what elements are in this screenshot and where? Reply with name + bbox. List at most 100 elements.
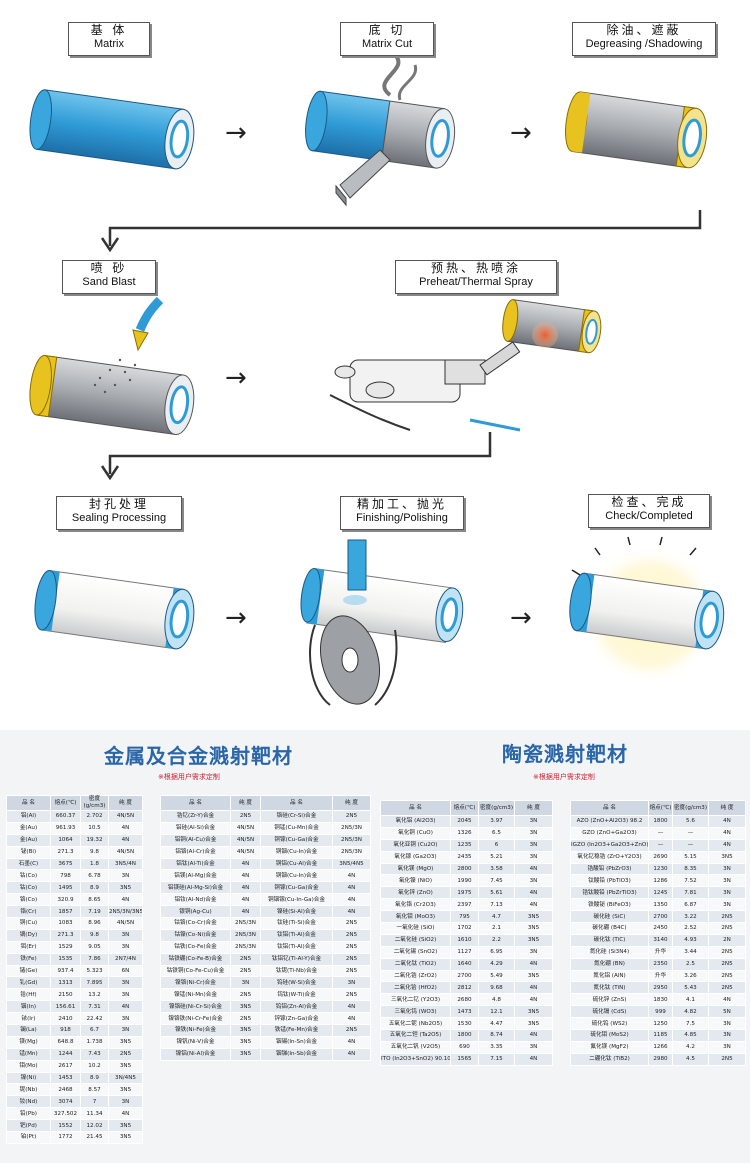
table-cell: 镍铁(Ni-Fe)合金 (160, 1024, 231, 1037)
table-cell: 金(Au) (6, 821, 51, 835)
table-cell: 660.37 (50, 810, 81, 823)
table-cell: 钨铝(Zn-Al)合金 (260, 1000, 333, 1014)
table-cell: 4N/5N (108, 845, 143, 859)
table-cell: 3N5 (108, 881, 143, 895)
table-cell: 3675 (50, 857, 81, 871)
table-cell: 1286 (648, 874, 673, 888)
table-cell: 铋(Bi) (6, 845, 51, 859)
table-cell: 2468 (50, 1083, 81, 1097)
metal-section-title: 金属及合金溅射靶材 (104, 744, 293, 768)
table-cell: 2N5 (708, 969, 746, 983)
table-header-row: 品 名熔点(℃)密度(g/cm3)纯 度 (6, 795, 143, 811)
table-cell: 8.9 (80, 881, 109, 895)
table-cell: 二氧化钛 (TiO2) (380, 957, 451, 971)
row2-return-arrow-head (100, 465, 120, 481)
polishing-illustration (300, 539, 464, 706)
table-cell: 铝镁(Al-Mg)合金 (160, 869, 231, 883)
table-cell: 7.15 (478, 1052, 515, 1066)
table-cell: 4N (514, 1029, 553, 1042)
table-cell: 3.97 (478, 815, 515, 828)
table-cell: 铪(Hf) (6, 988, 51, 1002)
table-cell: 铅(Pb) (6, 1107, 51, 1121)
table-cell: 3N5 (514, 910, 553, 924)
table-cell: 3074 (50, 1095, 81, 1109)
table-cell: 4N/5N (230, 845, 261, 859)
table-header-cell: 品 名 (570, 800, 649, 816)
table-cell: 156.61 (50, 1000, 81, 1014)
table-cell: 3.22 (672, 910, 709, 924)
table-cell: 硫化钼 (MoS2) (570, 1029, 649, 1042)
table-cell: 8.9 (80, 1071, 109, 1085)
table-cell: 4N/5N (108, 917, 143, 930)
table-cell: 3N (514, 874, 553, 888)
table-cell: 1857 (50, 905, 81, 919)
table-cell: 2700 (648, 910, 673, 924)
table-cell: 碳化硼 (B4C) (570, 922, 649, 935)
table-cell: 铝(Al) (6, 810, 51, 823)
table-cell: 3N (708, 1029, 746, 1042)
table-cell: 氧化亚铜 (Cu2O) (380, 838, 451, 852)
ceramic-section-note: ※根据用户需求定制 (533, 773, 595, 781)
table-cell: 氮化硅 (Si3N4) (570, 945, 649, 959)
table-cell: 五氧化二铌 (Nb2O5) (380, 1017, 451, 1031)
table-cell: 铜铟(Cu-In)合金 (260, 869, 333, 883)
table-cell: 4.8 (478, 993, 515, 1007)
table-cell: 铝钕(Al-Nd)合金 (160, 893, 231, 907)
table-cell: 4N (514, 981, 553, 995)
table-cell: 一氧化硅 (SiO) (380, 922, 451, 935)
table-cell: 1495 (50, 881, 81, 895)
table-cell: 氧化铬 (Cr2O3) (380, 898, 451, 912)
table-cell: 6.78 (80, 869, 109, 883)
step-label-en: Degreasing /Shadowing (585, 38, 703, 50)
step-label-matrix: 基 体 Matrix (68, 22, 150, 56)
table-cell: 氧化钼 (MoO3) (380, 910, 451, 924)
table-cell: 3N/4N5 (108, 1071, 143, 1085)
table-cell: 镍硅(Si-Al)合金 (260, 905, 333, 919)
table-cell: 1473 (450, 1005, 479, 1019)
step-label-en: Sealing Processing (71, 512, 167, 524)
table-cell: 918 (50, 1024, 81, 1037)
table-cell: 937.4 (50, 964, 81, 978)
table-cell: 999 (648, 1005, 673, 1019)
table-cell: 22.42 (80, 1012, 109, 1026)
table-cell: 二氧化硅 (SiO2) (380, 933, 451, 947)
table-header-cell: 纯 度 (514, 800, 553, 816)
table-cell: 8.35 (672, 862, 709, 876)
table-cell: 3N (108, 1024, 143, 1037)
table-header-cell: 密度(g/cm3) (478, 800, 515, 816)
process-flow: 基 体 Matrix 底 切 Matrix Cut 除油、遮蔽 Degreasi… (29, 22, 725, 706)
table-cell: 327.502 (50, 1107, 81, 1121)
table-header-cell: 纯 度 (230, 795, 261, 811)
table-cell: 3N5 (108, 1059, 143, 1073)
table-cell: 铜铝(Cu-Al)合金 (260, 857, 333, 871)
table-cell: 2410 (50, 1012, 81, 1026)
table-cell: 13.2 (80, 988, 109, 1002)
table-cell: 2N5 (332, 964, 371, 978)
table-cell: 3N5 (514, 1005, 553, 1019)
table-row: GZO (ZnO+Ga2O3)——4N (570, 826, 746, 840)
table-header-cell: 品 名 (6, 795, 51, 811)
table-cell: 氧化锌 (ZnO) (380, 886, 451, 900)
table-cell: 1990 (450, 874, 479, 888)
table-cell: 2450 (648, 922, 673, 935)
sealing-illustration (34, 569, 195, 650)
table-cell: 7.43 (80, 1047, 109, 1061)
